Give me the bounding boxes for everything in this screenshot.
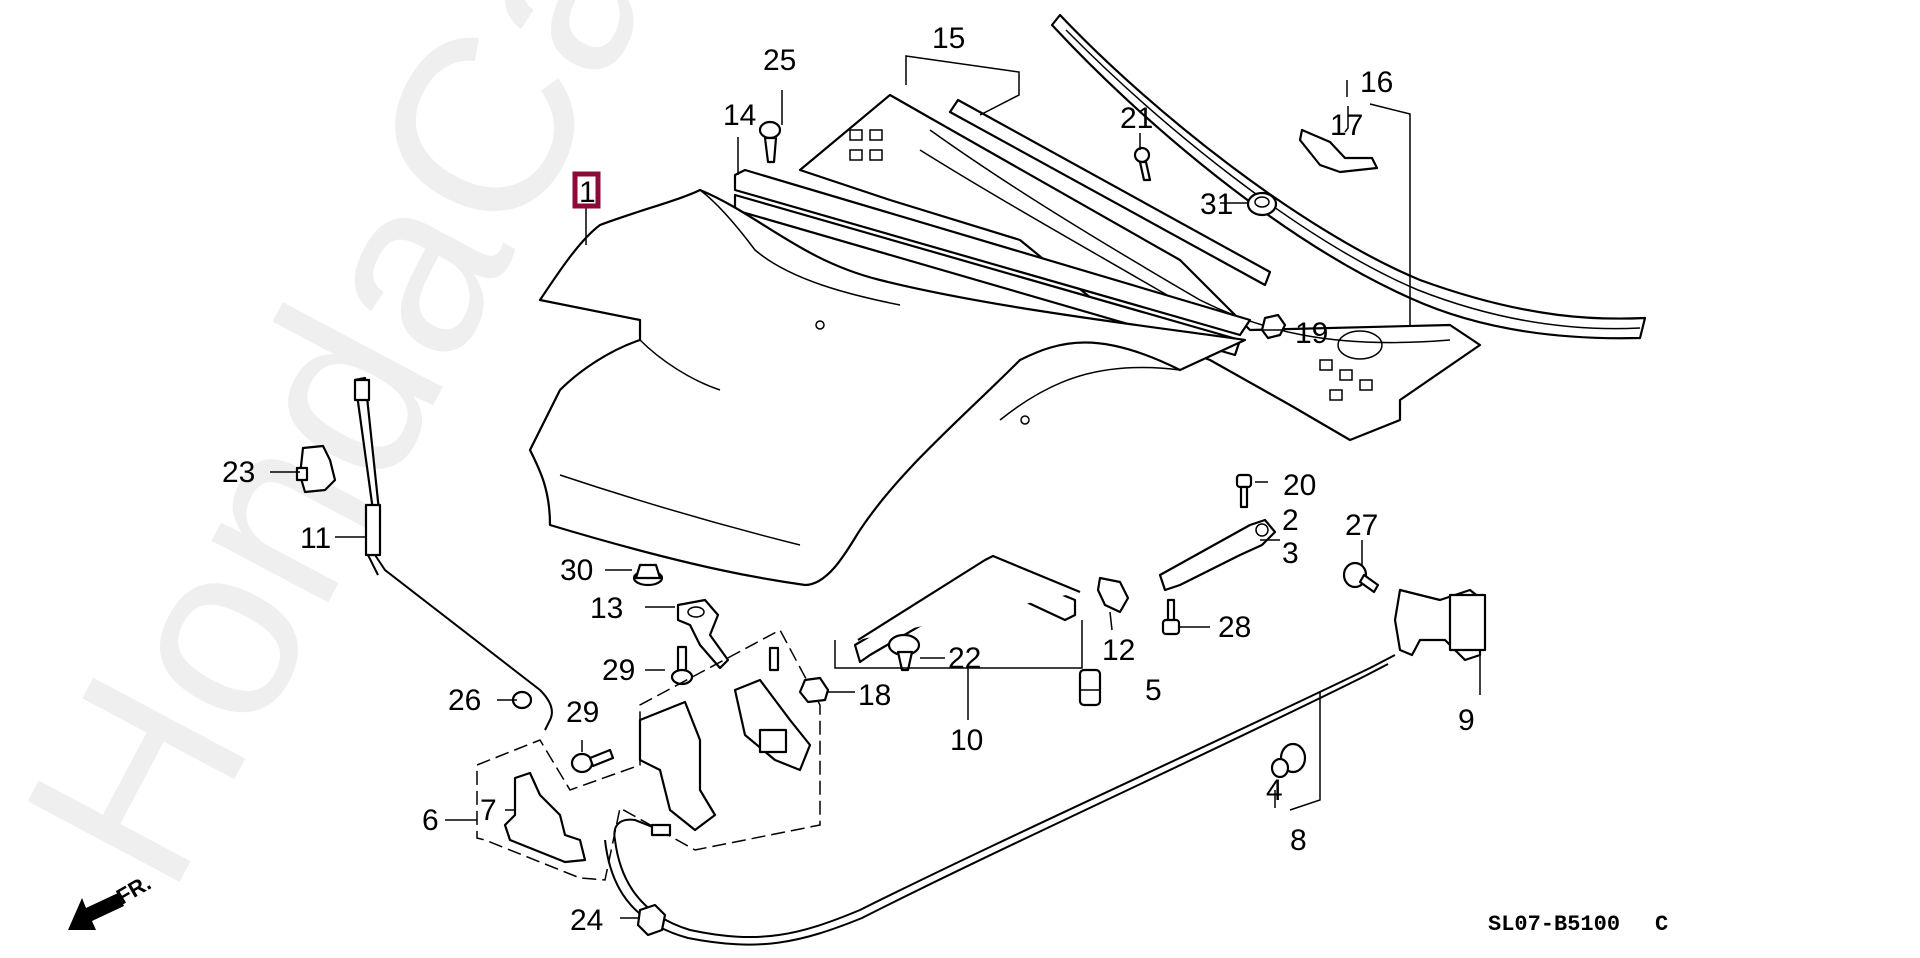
part-hood-seal-rubber[interactable] (853, 554, 1081, 664)
callout-6[interactable]: 6 (422, 804, 439, 837)
callout-23[interactable]: 23 (222, 456, 255, 489)
callout-28[interactable]: 28 (1218, 611, 1251, 644)
callout-30[interactable]: 30 (560, 554, 593, 587)
callout-26[interactable]: 26 (448, 684, 481, 717)
part-clip-22[interactable] (887, 633, 921, 672)
callout-labels: 1 2 3 4 5 6 7 8 9 10 11 12 13 14 15 16 1… (222, 22, 1475, 937)
part-cable-grommet[interactable] (1270, 742, 1307, 779)
callout-5[interactable]: 5 (1145, 674, 1162, 707)
part-bolt-29a[interactable] (670, 645, 694, 686)
callout-27[interactable]: 27 (1345, 509, 1378, 542)
callout-15[interactable]: 15 (932, 22, 965, 55)
callout-4[interactable]: 4 (1266, 774, 1283, 807)
callout-3[interactable]: 3 (1282, 537, 1299, 570)
front-arrow-icon (68, 893, 124, 930)
part-hood-support-rod[interactable] (353, 376, 553, 731)
callout-16[interactable]: 16 (1360, 66, 1393, 99)
callout-9[interactable]: 9 (1458, 704, 1475, 737)
callout-22[interactable]: 22 (948, 642, 981, 675)
part-clamp-23[interactable] (295, 444, 337, 494)
callout-8[interactable]: 8 (1290, 824, 1307, 857)
part-bolt-20[interactable] (1235, 473, 1253, 509)
part-screw-21[interactable] (1133, 146, 1152, 182)
callout-11[interactable]: 11 (300, 522, 331, 555)
part-hood-bumper[interactable] (798, 676, 830, 704)
part-molding-clip[interactable] (1298, 128, 1379, 174)
front-direction-indicator: FR. (68, 870, 155, 930)
callout-25[interactable]: 25 (763, 44, 796, 77)
callout-18[interactable]: 18 (858, 679, 891, 712)
part-bolt-28[interactable] (1161, 598, 1181, 636)
callout-12[interactable]: 12 (1102, 634, 1135, 667)
part-hood-release-lever[interactable] (1393, 588, 1487, 662)
part-grommet-31[interactable] (1246, 191, 1278, 217)
part-hood-lock-group[interactable] (476, 628, 821, 881)
part-cable-clamp[interactable] (636, 903, 667, 937)
callout-1-highlight (572, 171, 601, 209)
revision-mark: C (1655, 912, 1668, 937)
callout-31[interactable]: 31 (1200, 188, 1233, 221)
callout-14[interactable]: 14 (723, 99, 756, 132)
part-bolt-29b[interactable] (570, 748, 615, 774)
callout-19[interactable]: 19 (1295, 317, 1328, 350)
callout-29b[interactable]: 29 (566, 696, 599, 729)
callout-13[interactable]: 13 (590, 592, 623, 625)
part-hood-seal-front[interactable] (733, 168, 1252, 357)
part-lock-cover[interactable] (503, 771, 587, 864)
part-hood[interactable] (528, 188, 1247, 587)
part-support-rod-holder[interactable] (676, 598, 730, 670)
diagram-code: SL07-B5100 C (1488, 912, 1668, 937)
part-plug-30[interactable] (632, 563, 664, 587)
part-hood-hinge[interactable] (1158, 518, 1277, 592)
part-bolt-27[interactable] (1342, 561, 1380, 594)
callout-2[interactable]: 2 (1282, 504, 1299, 537)
callout-20[interactable]: 20 (1283, 469, 1316, 502)
part-cowl-top[interactable] (798, 93, 1482, 442)
callout-24[interactable]: 24 (570, 904, 603, 937)
part-cowl-seal[interactable] (948, 98, 1272, 287)
part-hood-cushion[interactable] (1078, 668, 1102, 707)
leader-lines (270, 55, 1481, 919)
callout-29a[interactable]: 29 (602, 654, 635, 687)
diagram-code-text: SL07-B5100 (1488, 912, 1620, 937)
part-clip-25[interactable] (758, 120, 782, 164)
part-clip-12[interactable] (1096, 576, 1130, 614)
callout-10[interactable]: 10 (950, 724, 983, 757)
callout-17[interactable]: 17 (1330, 109, 1363, 142)
callout-21[interactable]: 21 (1120, 102, 1153, 135)
callout-7[interactable]: 7 (480, 794, 497, 827)
callout-1[interactable]: 1 (579, 176, 596, 209)
